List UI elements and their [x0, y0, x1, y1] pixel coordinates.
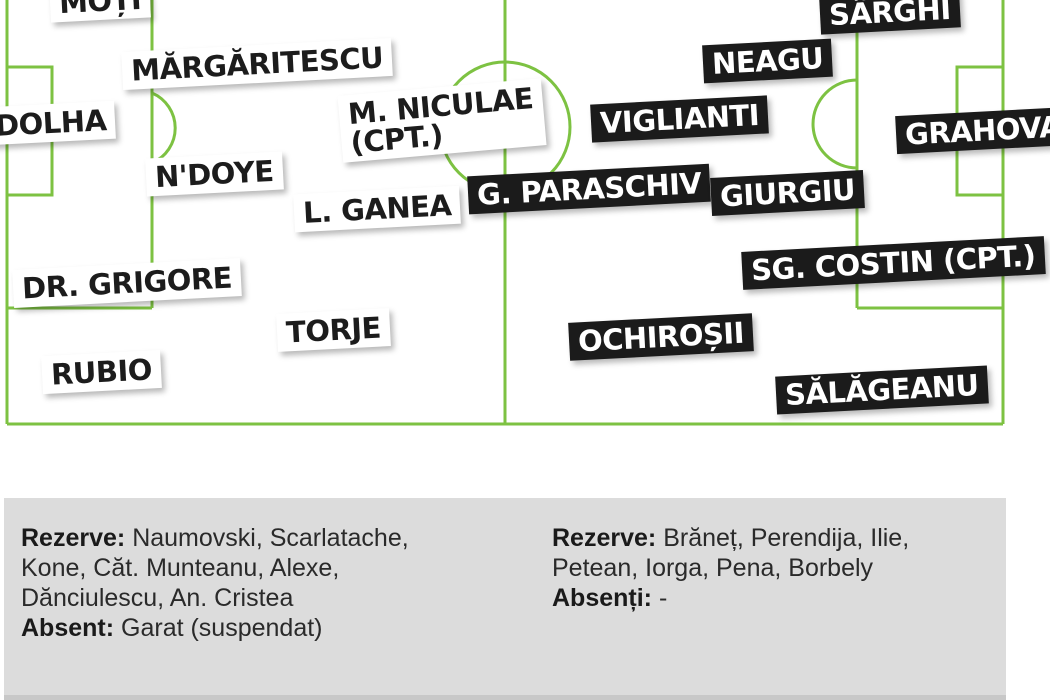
home-absent-line: Absent: Garat (suspendat) — [21, 613, 409, 643]
home-absent-label: Absent: — [21, 614, 115, 642]
away-reserves-text-1: Brăneț, Perendija, Ilie, — [663, 524, 910, 552]
home-player-ndoye: N'DOYE — [145, 151, 284, 197]
away-reserves-label: Rezerve: — [552, 524, 657, 552]
pitch-right-penalty-arc — [811, 78, 858, 170]
away-player-neagu: NEAGU — [702, 38, 834, 84]
home-player-rubio: RUBIO — [41, 349, 162, 395]
away-absent-label: Absenți: — [552, 584, 652, 612]
away-squad-info: Rezerve: Brăneț, Perendija, Ilie, Petean… — [552, 523, 909, 613]
home-reserves-line-3: Dănciulescu, An. Cristea — [21, 584, 294, 612]
home-player-torje: TORJE — [276, 308, 391, 352]
home-player-dolha: DOLHA — [0, 100, 117, 146]
home-squad-info: Rezerve: Naumovski, Scarlatache, Kone, C… — [21, 523, 409, 643]
home-reserves-text-1: Naumovski, Scarlatache, — [132, 524, 409, 552]
pitch-left-penalty-arc — [151, 91, 177, 165]
away-reserves-line-2: Petean, Iorga, Pena, Borbely — [552, 554, 874, 582]
squad-info-panel: Rezerve: Naumovski, Scarlatache, Kone, C… — [4, 498, 1006, 700]
home-absent-value: Garat (suspendat) — [121, 614, 323, 642]
home-reserves-line-1: Rezerve: Naumovski, Scarlatache, — [21, 523, 409, 553]
bottom-divider — [4, 695, 1006, 700]
away-player-giurgiu: GIURGIU — [710, 170, 866, 216]
away-absent-value: - — [658, 584, 668, 612]
home-reserves-line-2: Kone, Căt. Munteanu, Alexe, — [21, 554, 340, 582]
away-reserves-line-1: Rezerve: Brăneț, Perendija, Ilie, — [552, 523, 909, 553]
home-reserves-label: Rezerve: — [21, 524, 126, 552]
away-absent-line: Absenți: - — [552, 583, 909, 613]
